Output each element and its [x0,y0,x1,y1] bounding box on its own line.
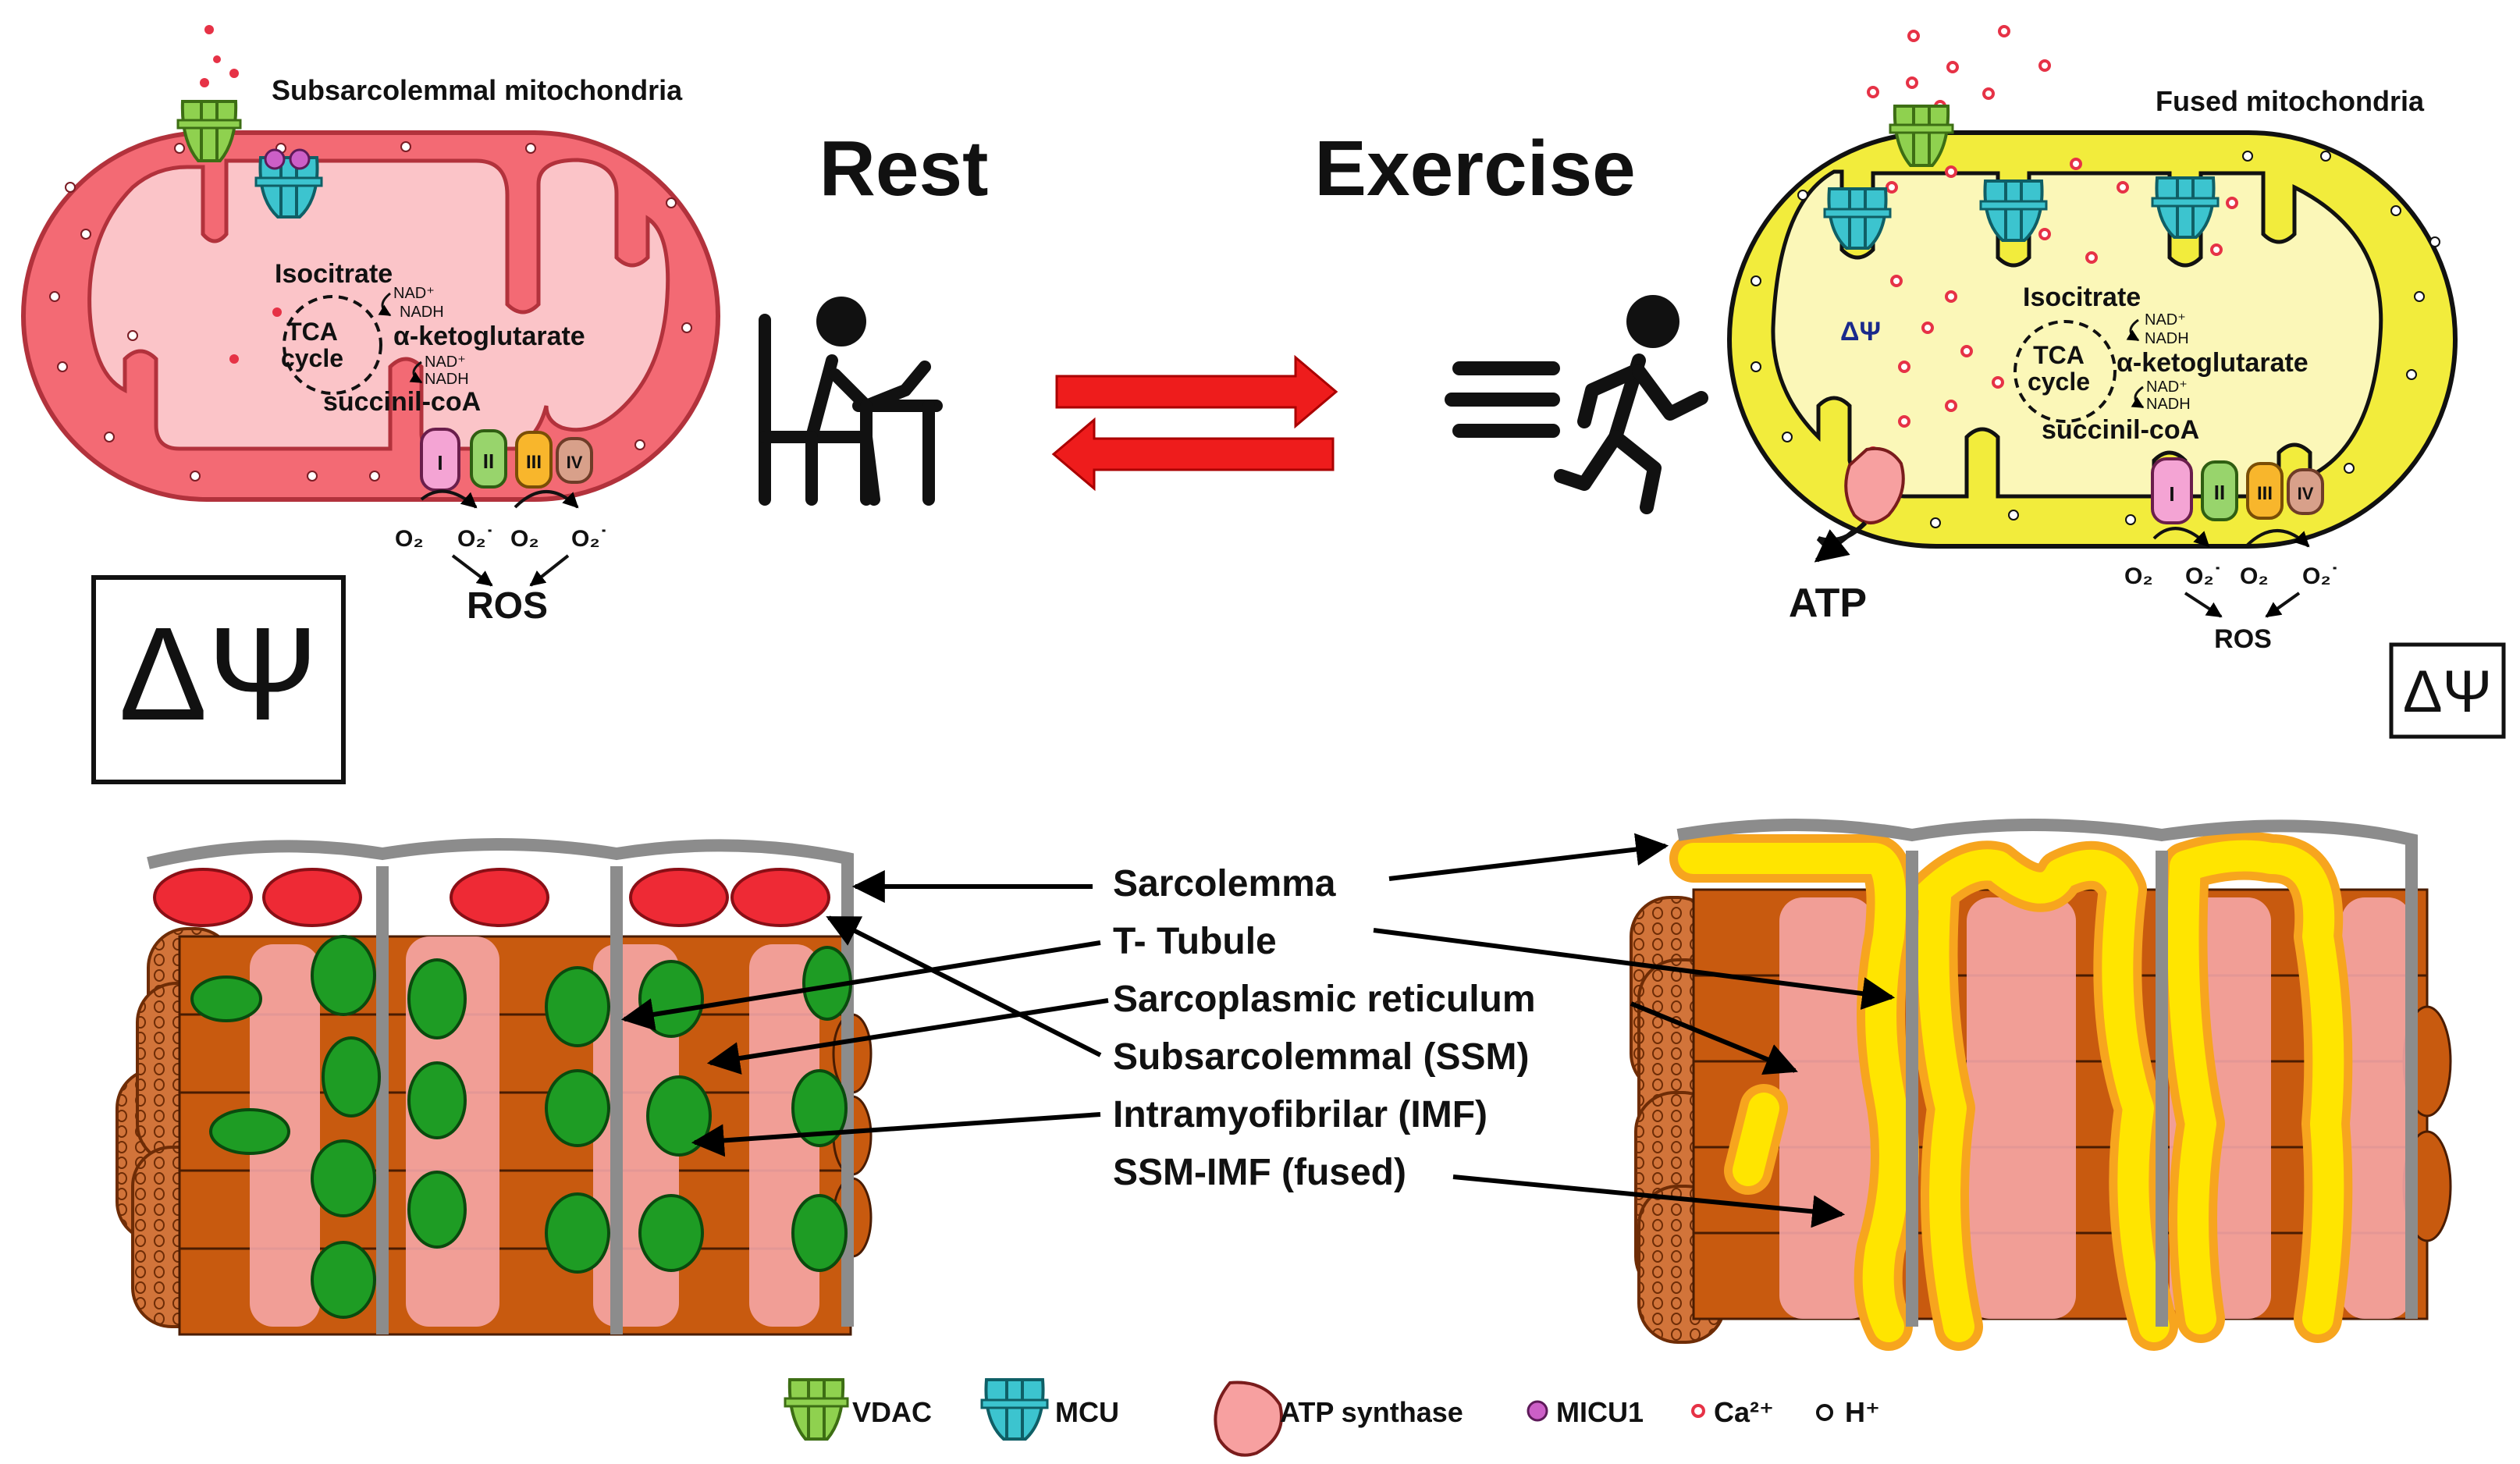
delta-psi-box-exercise [2389,642,2506,739]
proton-dots-exercise [1750,151,2440,528]
calcium-dots-rest [200,25,239,87]
svg-text:NAD⁺: NAD⁺ [425,354,466,371]
svg-text:α-ketoglutarate: α-ketoglutarate [393,322,585,351]
svg-text:NADH: NADH [400,304,444,321]
label-subsarcolemmal: Subsarcolemmal (SSM) [1113,1036,1529,1078]
legend-mcu: MCU [1055,1396,1119,1428]
label-intramyofibrilar: Intramyofibrilar (IMF) [1113,1094,1487,1135]
svg-text:I: I [437,451,443,474]
t-tubules-rest [376,866,623,1334]
mcu-icon [980,1378,1049,1441]
delta-psi-exercise: ΔΨ [2403,659,2492,725]
tca-cycle-rest: Isocitrate TCA cycle NAD⁺ NADH α-ketoglu… [275,259,585,417]
svg-text:α-ketoglutarate: α-ketoglutarate [2117,348,2309,378]
oxygen-label: O₂ [2124,563,2153,589]
calcium-dots-exercise [1867,25,2051,112]
svg-text:I: I [2169,482,2174,506]
micu1-subunit [264,148,286,170]
delta-psi-rest: ΔΨ [119,600,318,748]
equilibrium-arrows [1051,354,1338,492]
svg-text:NADH: NADH [2146,396,2191,413]
calcium-icon [1691,1404,1705,1418]
exercise-label: Exercise [1314,125,1635,212]
forward-arrow [1055,354,1338,429]
svg-text:Isocitrate: Isocitrate [2023,282,2141,312]
delta-psi-inner: ΔΨ [1840,317,1881,346]
oxygen-label: O₂ [395,526,424,552]
inner-membrane-exercise [1771,169,2383,499]
micu1-subunit [289,148,311,170]
svg-text:II: II [483,450,494,473]
superoxide-label: O₂˙ [2302,563,2339,589]
svg-text:NADH: NADH [2145,330,2189,347]
sitting-person-icon [759,297,943,506]
svg-text:NADH: NADH [425,371,469,388]
ros-label: ROS [467,585,548,627]
rest-mitochondrion: Subsarcolemmal mitochondria Isocitrate T… [21,25,720,784]
electron-transport-chain-rest: I II III IV [420,428,593,509]
legend: VDAC MCU ATP synthase MICU1 Ca²⁺ H⁺ [784,1378,1880,1457]
oxygen-label: O₂ [2240,563,2269,589]
label-sarcolemma: Sarcolemma [1113,863,1336,904]
sarcolemma-exercise [1676,819,2418,1319]
micu1-icon [1527,1400,1548,1422]
vdac-icon [784,1378,849,1441]
pointer-arrows [620,833,1896,1228]
svg-text:III: III [526,452,542,473]
svg-text:cycle: cycle [281,344,343,372]
t-tubules-exercise [1906,851,2168,1327]
exercise-mitochondria-title: Fused mitochondria [2156,85,2425,117]
svg-text:IV: IV [2298,484,2314,503]
electron-transport-chain-exercise: I II III IV [2151,457,2324,548]
imf-mitochondria-rest [190,935,852,1319]
legend-atp-synthase: ATP synthase [1280,1396,1463,1428]
exercised-muscle-fiber [1630,819,2452,1351]
legend-proton: H⁺ [1845,1396,1880,1428]
ros-label-exercise: ROS [2214,624,2272,654]
inner-membrane-rest [87,158,670,451]
reverse-arrow [1051,417,1335,492]
svg-text:cycle: cycle [2028,368,2090,396]
superoxide-label: O₂˙ [571,526,608,552]
superoxide-label: O₂˙ [2185,563,2222,589]
exercise-mitochondrion: Fused mitochondria ΔΨ Isocitrate TCA cyc… [1727,25,2506,739]
rest-label: Rest [819,125,989,212]
oxygen-label: O₂ [510,526,539,552]
label-sarcoplasmic-reticulum: Sarcoplasmic reticulum [1113,979,1536,1020]
label-ssm-imf-fused: SSM-IMF (fused) [1113,1152,1406,1193]
structure-labels: Sarcolemma T- Tubule Sarcoplasmic reticu… [1113,863,1536,1193]
rest-mitochondria-title: Subsarcolemmal mitochondria [272,74,683,106]
legend-micu1: MICU1 [1556,1396,1644,1428]
tca-cycle-exercise: Isocitrate TCA cycle NAD⁺ NADH α-ketoglu… [2014,282,2309,445]
svg-text:TCA: TCA [2033,341,2085,369]
resting-muscle-fiber [116,838,873,1336]
svg-text:succinil-coA: succinil-coA [2042,415,2199,445]
svg-text:NAD⁺: NAD⁺ [393,285,435,302]
svg-text:NAD⁺: NAD⁺ [2146,378,2188,396]
svg-text:III: III [2257,483,2273,504]
svg-text:TCA: TCA [286,318,338,346]
legend-vdac: VDAC [852,1396,932,1428]
atp-synthase-exercise [1844,446,1905,524]
proton-icon [1816,1404,1833,1421]
svg-text:IV: IV [567,453,583,472]
legend-calcium: Ca²⁺ [1714,1396,1774,1428]
sarcolemma-rest [147,838,854,1327]
running-person-icon [1445,295,1708,514]
atp-synthase-icon [1214,1380,1283,1457]
ssm-mitochondria-rest [153,868,830,927]
delta-psi-box-rest [91,575,346,784]
svg-text:succinil-coA: succinil-coA [323,387,481,417]
fused-ssm-imf-network [1669,831,2353,1351]
svg-text:II: II [2214,481,2225,504]
svg-text:NAD⁺: NAD⁺ [2145,311,2186,329]
svg-text:Isocitrate: Isocitrate [275,259,393,289]
superoxide-label: O₂˙ [457,526,494,552]
label-t-tubule: T- Tubule [1113,921,1277,962]
atp-label: ATP [1789,581,1867,626]
